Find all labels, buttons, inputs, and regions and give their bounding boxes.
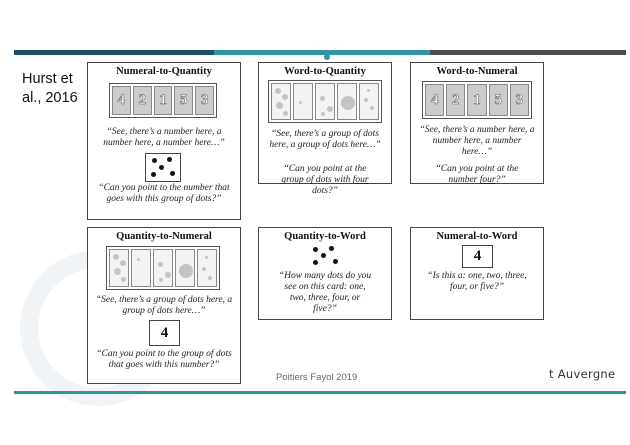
accent-dot	[324, 54, 330, 60]
gray-dot	[320, 96, 325, 101]
card-title: Word-to-Numeral	[436, 66, 518, 77]
gray-dot	[367, 89, 370, 92]
black-dot	[333, 259, 338, 264]
black-dot	[159, 165, 164, 170]
numeral-strip: 4 2 1 5 3	[422, 81, 532, 119]
question-text: ?”	[495, 175, 506, 185]
dot-group-strip	[106, 246, 220, 290]
dot-group-cell	[131, 249, 151, 287]
gray-dot	[159, 278, 163, 282]
gray-dot	[120, 260, 126, 266]
accent-segment-gray	[430, 50, 626, 55]
card-title: Word-to-Quantity	[284, 66, 366, 77]
black-dot	[329, 246, 334, 251]
gray-dot	[165, 272, 171, 278]
gray-dot	[283, 111, 288, 116]
card-prompt: “See, there’s a number here, a number he…	[103, 127, 225, 148]
card-title: Quantity-to-Numeral	[116, 231, 212, 242]
question-text: “Can you point at the group of dots with	[281, 164, 367, 185]
card-numeral-to-quantity: Numeral-to-Quantity 4 2 1 5 3 “See, ther…	[87, 62, 241, 220]
numeral-cell: 4	[425, 84, 445, 116]
card-question: “Is this a: one, two, three, four, or fi…	[427, 271, 527, 292]
bottom-accent-bar	[14, 391, 626, 394]
card-question: “Can you point to the number that goes w…	[98, 183, 230, 204]
gray-dot	[208, 276, 212, 280]
black-dot	[313, 260, 318, 265]
card-word-to-numeral: Word-to-Numeral 4 2 1 5 3 “See, there’s …	[410, 62, 544, 186]
brand-logo-text: t Auvergne	[549, 367, 616, 381]
card-title: Quantity-to-Word	[284, 231, 366, 242]
gray-dot	[137, 258, 140, 261]
question-text: dots?”	[312, 186, 338, 196]
gray-dot	[114, 268, 121, 275]
accent-segment-teal	[214, 50, 430, 55]
question-text: “Can you point at the number	[435, 164, 519, 185]
card-question: “Can you point at the group of dots with…	[273, 164, 377, 197]
card-quantity-to-numeral: Quantity-to-Numeral “See, there’s a grou…	[87, 227, 241, 384]
top-accent-bar	[14, 50, 626, 60]
gray-dot	[121, 277, 126, 282]
card-word-to-quantity: Word-to-Quantity “See, there’s a group o…	[258, 62, 392, 196]
black-dot	[152, 158, 157, 163]
gray-dot	[327, 106, 333, 112]
dot-group-cell	[109, 249, 129, 287]
citation-text: Hurst et al., 2016	[22, 71, 78, 106]
numeral-cell: 2	[132, 86, 152, 115]
numeral-cell: 1	[467, 84, 487, 116]
dot-card	[310, 244, 342, 266]
gray-dot	[282, 94, 288, 100]
dot-group-cell	[293, 83, 313, 120]
card-prompt: “See, there’s a group of dots here, a gr…	[95, 295, 233, 316]
dot-group-cell	[271, 83, 291, 120]
card-numeral-to-word: Numeral-to-Word 4 “Is this a: one, two, …	[410, 227, 544, 320]
dot-group-cell	[175, 249, 195, 287]
gray-dot	[364, 98, 368, 102]
question-emphasis: four	[352, 175, 369, 185]
dot-group-cell	[153, 249, 173, 287]
numeral-card: 4	[462, 245, 493, 268]
gray-dot	[299, 101, 302, 104]
gray-dot	[205, 256, 208, 259]
black-dot	[321, 253, 326, 258]
card-question: “Can you point to the group of dots that…	[96, 349, 232, 370]
gray-dot	[321, 112, 325, 116]
card-question: “How many dots do you see on this card: …	[278, 271, 372, 314]
numeral-cell: 3	[195, 86, 214, 115]
gray-dot	[275, 88, 281, 94]
black-dot	[167, 157, 172, 162]
card-title: Numeral-to-Quantity	[116, 66, 212, 77]
dot-group-cell	[337, 83, 357, 120]
numeral-card: 4	[149, 320, 180, 346]
accent-segment-dark	[14, 50, 214, 55]
dot-group-cell	[359, 83, 379, 120]
numeral-cell: 4	[112, 86, 131, 115]
dot-group-strip	[268, 80, 382, 123]
footer-text: Poitiers Fayol 2019	[276, 372, 358, 383]
gray-dot	[202, 267, 206, 271]
card-quantity-to-word: Quantity-to-Word “How many dots do you s…	[258, 227, 392, 320]
gray-dot	[179, 264, 193, 278]
gray-dot	[341, 96, 355, 110]
dot-group-cell	[197, 249, 217, 287]
card-question: “Can you point at the number four?”	[425, 164, 529, 186]
card-prompt: “See, there’s a number here, a number he…	[419, 125, 535, 157]
black-dot	[170, 171, 175, 176]
gray-dot	[113, 254, 119, 260]
black-dot	[313, 247, 318, 252]
gray-dot	[158, 262, 163, 267]
numeral-cell: 2	[446, 84, 466, 116]
dot-card	[145, 153, 181, 182]
gray-dot	[370, 106, 374, 110]
numeral-cell: 5	[488, 84, 508, 116]
numeral-cell: 1	[153, 86, 173, 115]
card-prompt: “See, there’s a group of dots here, a gr…	[269, 129, 381, 150]
question-emphasis: four	[479, 175, 496, 185]
black-dot	[151, 172, 156, 177]
gray-dot	[276, 102, 283, 109]
dot-group-cell	[315, 83, 335, 120]
numeral-cell: 5	[174, 86, 194, 115]
numeral-cell: 3	[509, 84, 530, 116]
card-title: Numeral-to-Word	[436, 231, 518, 242]
numeral-strip: 4 2 1 5 3	[109, 83, 217, 118]
